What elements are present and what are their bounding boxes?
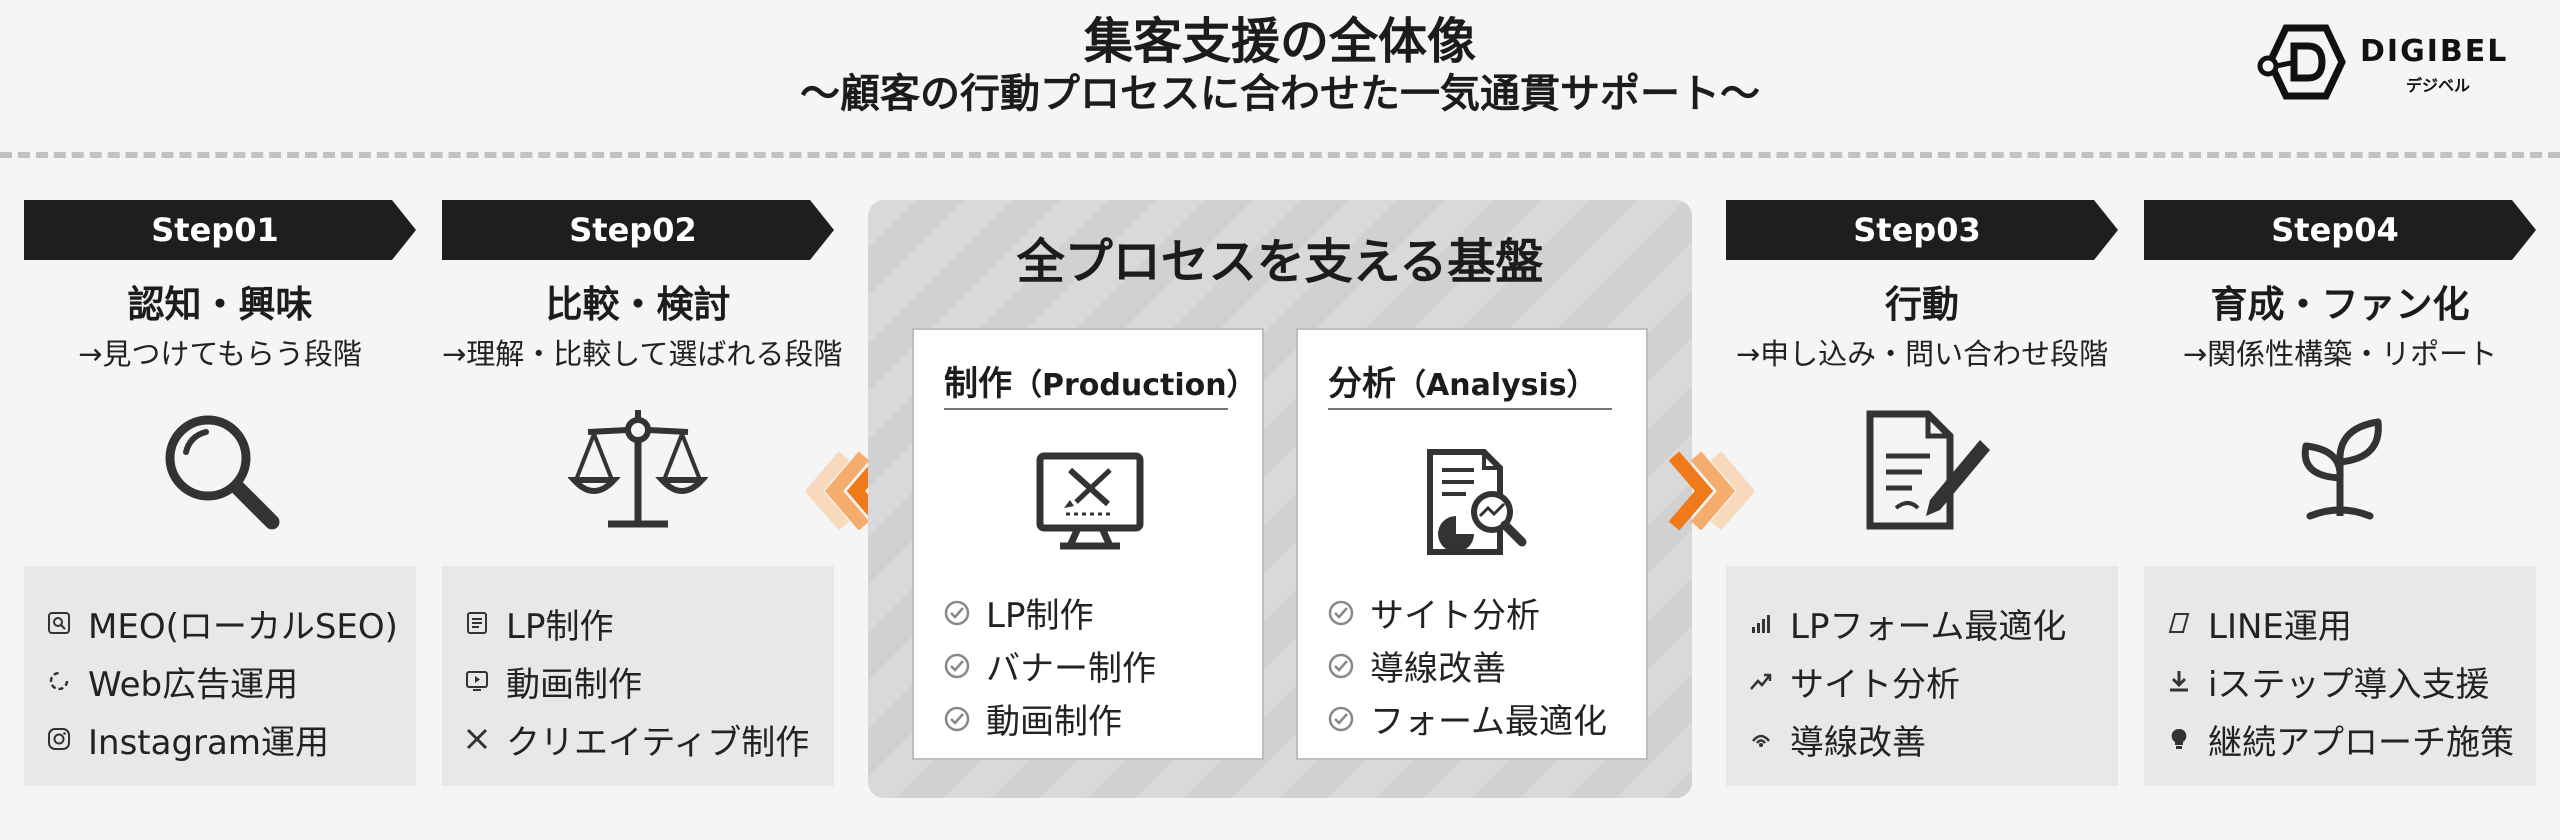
step-02: Step02 比較・検討 →理解・比較して選ばれる段階 [442,200,843,374]
card-divider [944,408,1228,410]
check-circle-icon [1328,653,1354,679]
instagram-icon [46,726,72,752]
tools-icon [464,726,490,752]
step-01-panel: MEO(ローカルSEO) Web広告運用 Instagram運用 [24,566,416,786]
step-02-panel: LP制作 動画制作 クリエイティブ制作 [442,566,834,786]
list-item-text: Instagram運用 [88,722,329,763]
list-item: 導線改善 [1748,710,2118,768]
page-subtitle: 〜顧客の行動プロセスに合わせた一気通貫サポート〜 [800,71,1760,117]
step-heading: 比較・検討 [545,283,731,326]
scale-icon [568,410,708,528]
monitor-design-icon [1036,452,1144,550]
step-description: →申し込み・問い合わせ段階 [1735,337,2109,371]
list-item-text: サイト分析 [1370,596,1540,636]
card-list: サイト分析 導線改善 フォーム最適化 [1328,586,1607,745]
foundation-title: 全プロセスを支える基盤 [1016,234,1544,290]
check-circle-icon [944,706,970,732]
contract-pen-icon [1866,410,1990,530]
check-circle-icon [944,653,970,679]
list-item-text: 導線改善 [1790,722,1926,763]
list-item: 継続アプローチ施策 [2166,710,2536,768]
sprout-icon [2301,418,2382,520]
page-title: 集客支援の全体像 [1083,13,1476,70]
video-icon [464,668,490,694]
step-03-panel: LPフォーム最適化 サイト分析 導線改善 [1726,566,2118,786]
check-circle-icon [944,600,970,626]
list-item-text: 導線改善 [1370,649,1506,689]
card-divider [1328,408,1612,410]
list-item-text: LPフォーム最適化 [1790,606,2067,647]
list-item: バナー制作 [944,639,1156,692]
header-divider [0,152,2560,158]
step-heading: 育成・ファン化 [2210,283,2470,326]
list-item-text: クリエイティブ制作 [506,722,810,763]
list-item-text: 動画制作 [506,664,642,705]
list-item: LP制作 [464,594,834,652]
list-item-text: LINE運用 [2208,606,2352,647]
step-description: →理解・比較して選ばれる段階 [442,337,843,371]
list-item: クリエイティブ制作 [464,710,834,768]
step-description: →見つけてもらう段階 [78,337,362,371]
magnifier-icon [165,415,280,530]
step-03: Step03 行動 →申し込み・問い合わせ段階 [1726,200,2118,374]
digibel-logo-icon [2257,24,2346,100]
list-item: iステップ導入支援 [2166,652,2536,710]
card-title: 制作（Production） [944,364,1257,404]
step-heading: 行動 [1885,283,1959,326]
download-icon [2166,668,2192,694]
lightbulb-icon [2166,726,2192,752]
step-banner: Step04 [2144,200,2536,260]
list-item: 導線改善 [1328,639,1607,692]
list-item-text: Web広告運用 [88,664,299,705]
step-04-panel: LINE運用 iステップ導入支援 継続アプローチ施策 [2144,566,2536,786]
list-item: サイト分析 [1328,586,1607,639]
list-item: Web広告運用 [46,652,416,710]
list-item-text: MEO(ローカルSEO) [88,606,398,647]
trend-arrow-icon [1748,668,1774,694]
list-item-text: LP制作 [986,596,1094,636]
list-item: サイト分析 [1748,652,2118,710]
list-item-text: 動画制作 [986,702,1122,742]
brand-logo: DIGIBEL デジベル [2256,22,2506,102]
step-banner: Step02 [442,200,834,260]
step-description: →関係性構築・リポート [2182,337,2498,371]
list-item: LINE運用 [2166,594,2536,652]
signal-icon [1748,726,1774,752]
list-item: LP制作 [944,586,1156,639]
report-magnifier-icon [1427,449,1527,555]
step-banner: Step03 [1726,200,2118,260]
logo-kana: デジベル [2406,76,2471,95]
list-item-text: 継続アプローチ施策 [2208,722,2514,763]
step-04: Step04 育成・ファン化 →関係性構築・リポート [2144,200,2536,374]
chevron-right-arrows-icon [1668,451,1756,531]
logo-wordmark: DIGIBEL [2360,34,2509,69]
list-item: フォーム最適化 [1328,692,1607,745]
list-item-text: バナー制作 [986,649,1156,689]
step-01: Step01 認知・興味 →見つけてもらう段階 [24,200,416,374]
list-item-text: サイト分析 [1790,664,1960,705]
step-banner: Step01 [24,200,416,260]
bar-chart-icon [1748,610,1774,636]
list-item: 動画制作 [464,652,834,710]
search-box-icon [46,610,72,636]
check-circle-icon [1328,706,1354,732]
list-item: MEO(ローカルSEO) [46,594,416,652]
check-circle-icon [1328,600,1354,626]
analysis-card: 分析（Analysis） サイト分析 導線改善 フォーム最適化 [1296,328,1648,760]
card-list: LP制作 バナー制作 動画制作 [944,586,1156,745]
production-card: 制作（Production） LP制作 バナー制作 動画制作 [912,328,1264,760]
list-item: 動画制作 [944,692,1156,745]
list-item-text: フォーム最適化 [1370,702,1607,742]
list-item-text: LP制作 [506,606,614,647]
list-item: Instagram運用 [46,710,416,768]
step-heading: 認知・興味 [127,283,313,326]
list-item-text: iステップ導入支援 [2208,664,2490,705]
card-title: 分析（Analysis） [1328,364,1597,404]
list-item: LPフォーム最適化 [1748,594,2118,652]
refresh-icon [46,668,72,694]
line-app-icon [2166,610,2192,636]
document-icon [464,610,490,636]
